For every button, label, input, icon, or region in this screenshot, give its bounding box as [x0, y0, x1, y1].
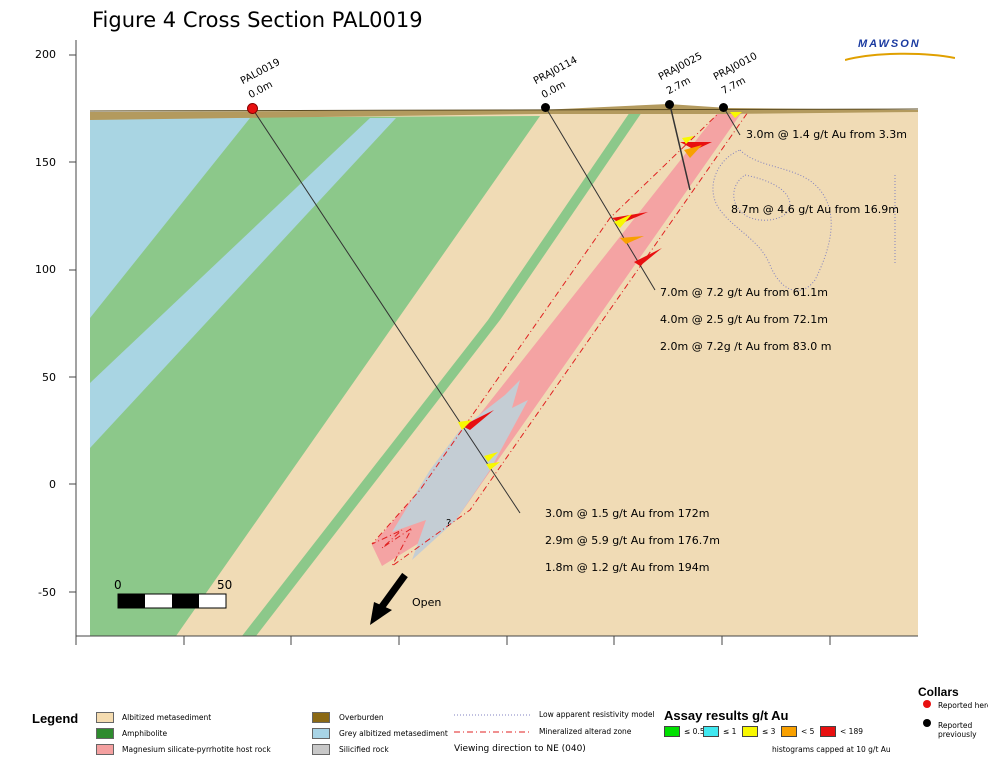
collar-legend-black-dot	[923, 719, 931, 727]
overburden	[90, 104, 918, 120]
assay-hist-low-4	[486, 462, 500, 470]
y-tick-label: 0	[49, 478, 56, 491]
legend-line-samples	[454, 714, 530, 733]
y-tick-label: 150	[35, 156, 56, 169]
legend-label: Amphibolite	[122, 729, 168, 738]
y-tick-label: 200	[35, 48, 56, 61]
assay-hist-low-3	[484, 452, 498, 462]
assay-swatch	[703, 726, 719, 737]
intercept-annotation: 1.8m @ 1.2 g/t Au from 194m	[545, 561, 710, 574]
assay-swatch	[781, 726, 797, 737]
legend-swatch	[96, 712, 114, 723]
legend-swatch	[312, 744, 330, 755]
assay-hist-mid-5	[730, 112, 742, 118]
assay-histograms	[458, 112, 742, 470]
assay-title: Assay results g/t Au	[664, 708, 789, 723]
y-axis-ticks	[69, 54, 76, 593]
open-arrow-head	[370, 602, 392, 625]
drill-trace-praj0010	[723, 107, 741, 136]
assay-swatch	[820, 726, 836, 737]
mawson-logo: MAWSON	[858, 38, 921, 50]
legend-line-label: Mineralized alterad zone	[539, 727, 632, 736]
legend-swatch	[312, 728, 330, 739]
legend-swatch	[312, 712, 330, 723]
amphibolite-band-wide	[90, 116, 540, 636]
logo-swoosh-icon	[845, 52, 955, 61]
silicified-rock	[392, 380, 528, 560]
collar-marker-praj0025	[665, 100, 674, 109]
surface-line	[89, 108, 919, 112]
legend-label: Overburden	[339, 713, 384, 722]
assay-label: < 5	[801, 727, 815, 736]
collars-legend-title: Collars	[918, 685, 959, 699]
intercept-annotation: 2.0m @ 7.2g /t Au from 83.0 m	[660, 340, 832, 353]
scale-bar-end-label: 50	[217, 578, 233, 592]
scale-bar-seg-3	[172, 594, 199, 608]
intercept-annotation: 4.0m @ 2.5 g/t Au from 72.1m	[660, 313, 828, 326]
grey-albitized-band-left	[90, 118, 250, 318]
intercept-annotation: 7.0m @ 7.2 g/t Au from 61.1m	[660, 286, 828, 299]
drill-trace-praj0114	[545, 107, 656, 291]
legend-label: Grey albitized metasediment	[339, 729, 448, 738]
intercept-annotation: 8.7m @ 4.6 g/t Au from 16.9m	[731, 203, 899, 216]
y-tick-label: -50	[38, 586, 56, 599]
legend-label: Albitized metasediment	[122, 713, 212, 722]
intercept-annotation: 3.0m @ 1.5 g/t Au from 172m	[545, 507, 710, 520]
collar-marker-praj0010	[719, 103, 728, 112]
assay-hist-upper-2	[684, 145, 702, 158]
assay-hist-low-2	[458, 420, 472, 430]
amphibolite-band-thin-1	[488, 112, 642, 320]
legend-label: Magnesium silicate-pyrrhotite host rock	[122, 745, 271, 754]
assay-hist-mid-2	[614, 214, 632, 228]
collar-legend-prev-1: Reported	[938, 721, 973, 730]
legend-label: Silicified rock	[339, 745, 389, 754]
assay-label: < 189	[840, 727, 863, 736]
intercept-annotation: 2.9m @ 5.9 g/t Au from 176.7m	[545, 534, 720, 547]
assay-label: ≤ 1	[723, 727, 737, 736]
legend-line-label: Low apparent resistivity model	[539, 710, 655, 719]
mineralized-zone-outline	[371, 107, 749, 567]
question-mark: ?	[446, 518, 452, 529]
collar-legend-here: Reported here	[938, 701, 988, 710]
collar-legend-prev-2: previously	[938, 730, 977, 739]
legend-swatch	[96, 744, 114, 755]
assay-hist-low-1	[462, 410, 494, 430]
x-axis-ticks	[75, 636, 831, 645]
amphibolite-band-thin-2	[242, 320, 500, 636]
drill-trace-pal0019	[251, 107, 521, 514]
open-label: Open	[412, 596, 442, 609]
scale-bar-seg-1	[118, 594, 145, 608]
assay-swatch	[742, 726, 758, 737]
figure-title: Figure 4 Cross Section PAL0019	[92, 8, 423, 32]
collar-legend-red-dot	[923, 700, 931, 708]
resistivity-model-inner	[733, 174, 791, 221]
legend-swatch	[96, 728, 114, 739]
intercept-annotation: 3.0m @ 1.4 g/t Au from 3.3m	[746, 128, 907, 141]
assay-hist-mid-4	[634, 248, 662, 266]
viewing-direction: Viewing direction to NE (040)	[454, 744, 586, 754]
collar-marker-praj0114	[541, 103, 550, 112]
grey-albitized-band-mid	[90, 118, 396, 448]
assay-label: ≤ 0.5	[684, 727, 705, 736]
legend-title: Legend	[32, 711, 79, 726]
collar-marker-pal0019	[247, 103, 258, 114]
assay-note: histograms capped at 10 g/t Au	[772, 745, 891, 754]
assay-hist-upper	[680, 142, 712, 150]
drill-trace-praj0025	[669, 104, 691, 191]
assay-label: ≤ 3	[762, 727, 776, 736]
assay-hist-mid-3	[620, 236, 644, 244]
assay-swatch	[664, 726, 680, 737]
y-tick-label: 50	[42, 371, 56, 384]
assay-hist-upper-3	[682, 136, 694, 144]
scale-bar-start-label: 0	[114, 578, 122, 592]
y-tick-label: 100	[35, 263, 56, 276]
